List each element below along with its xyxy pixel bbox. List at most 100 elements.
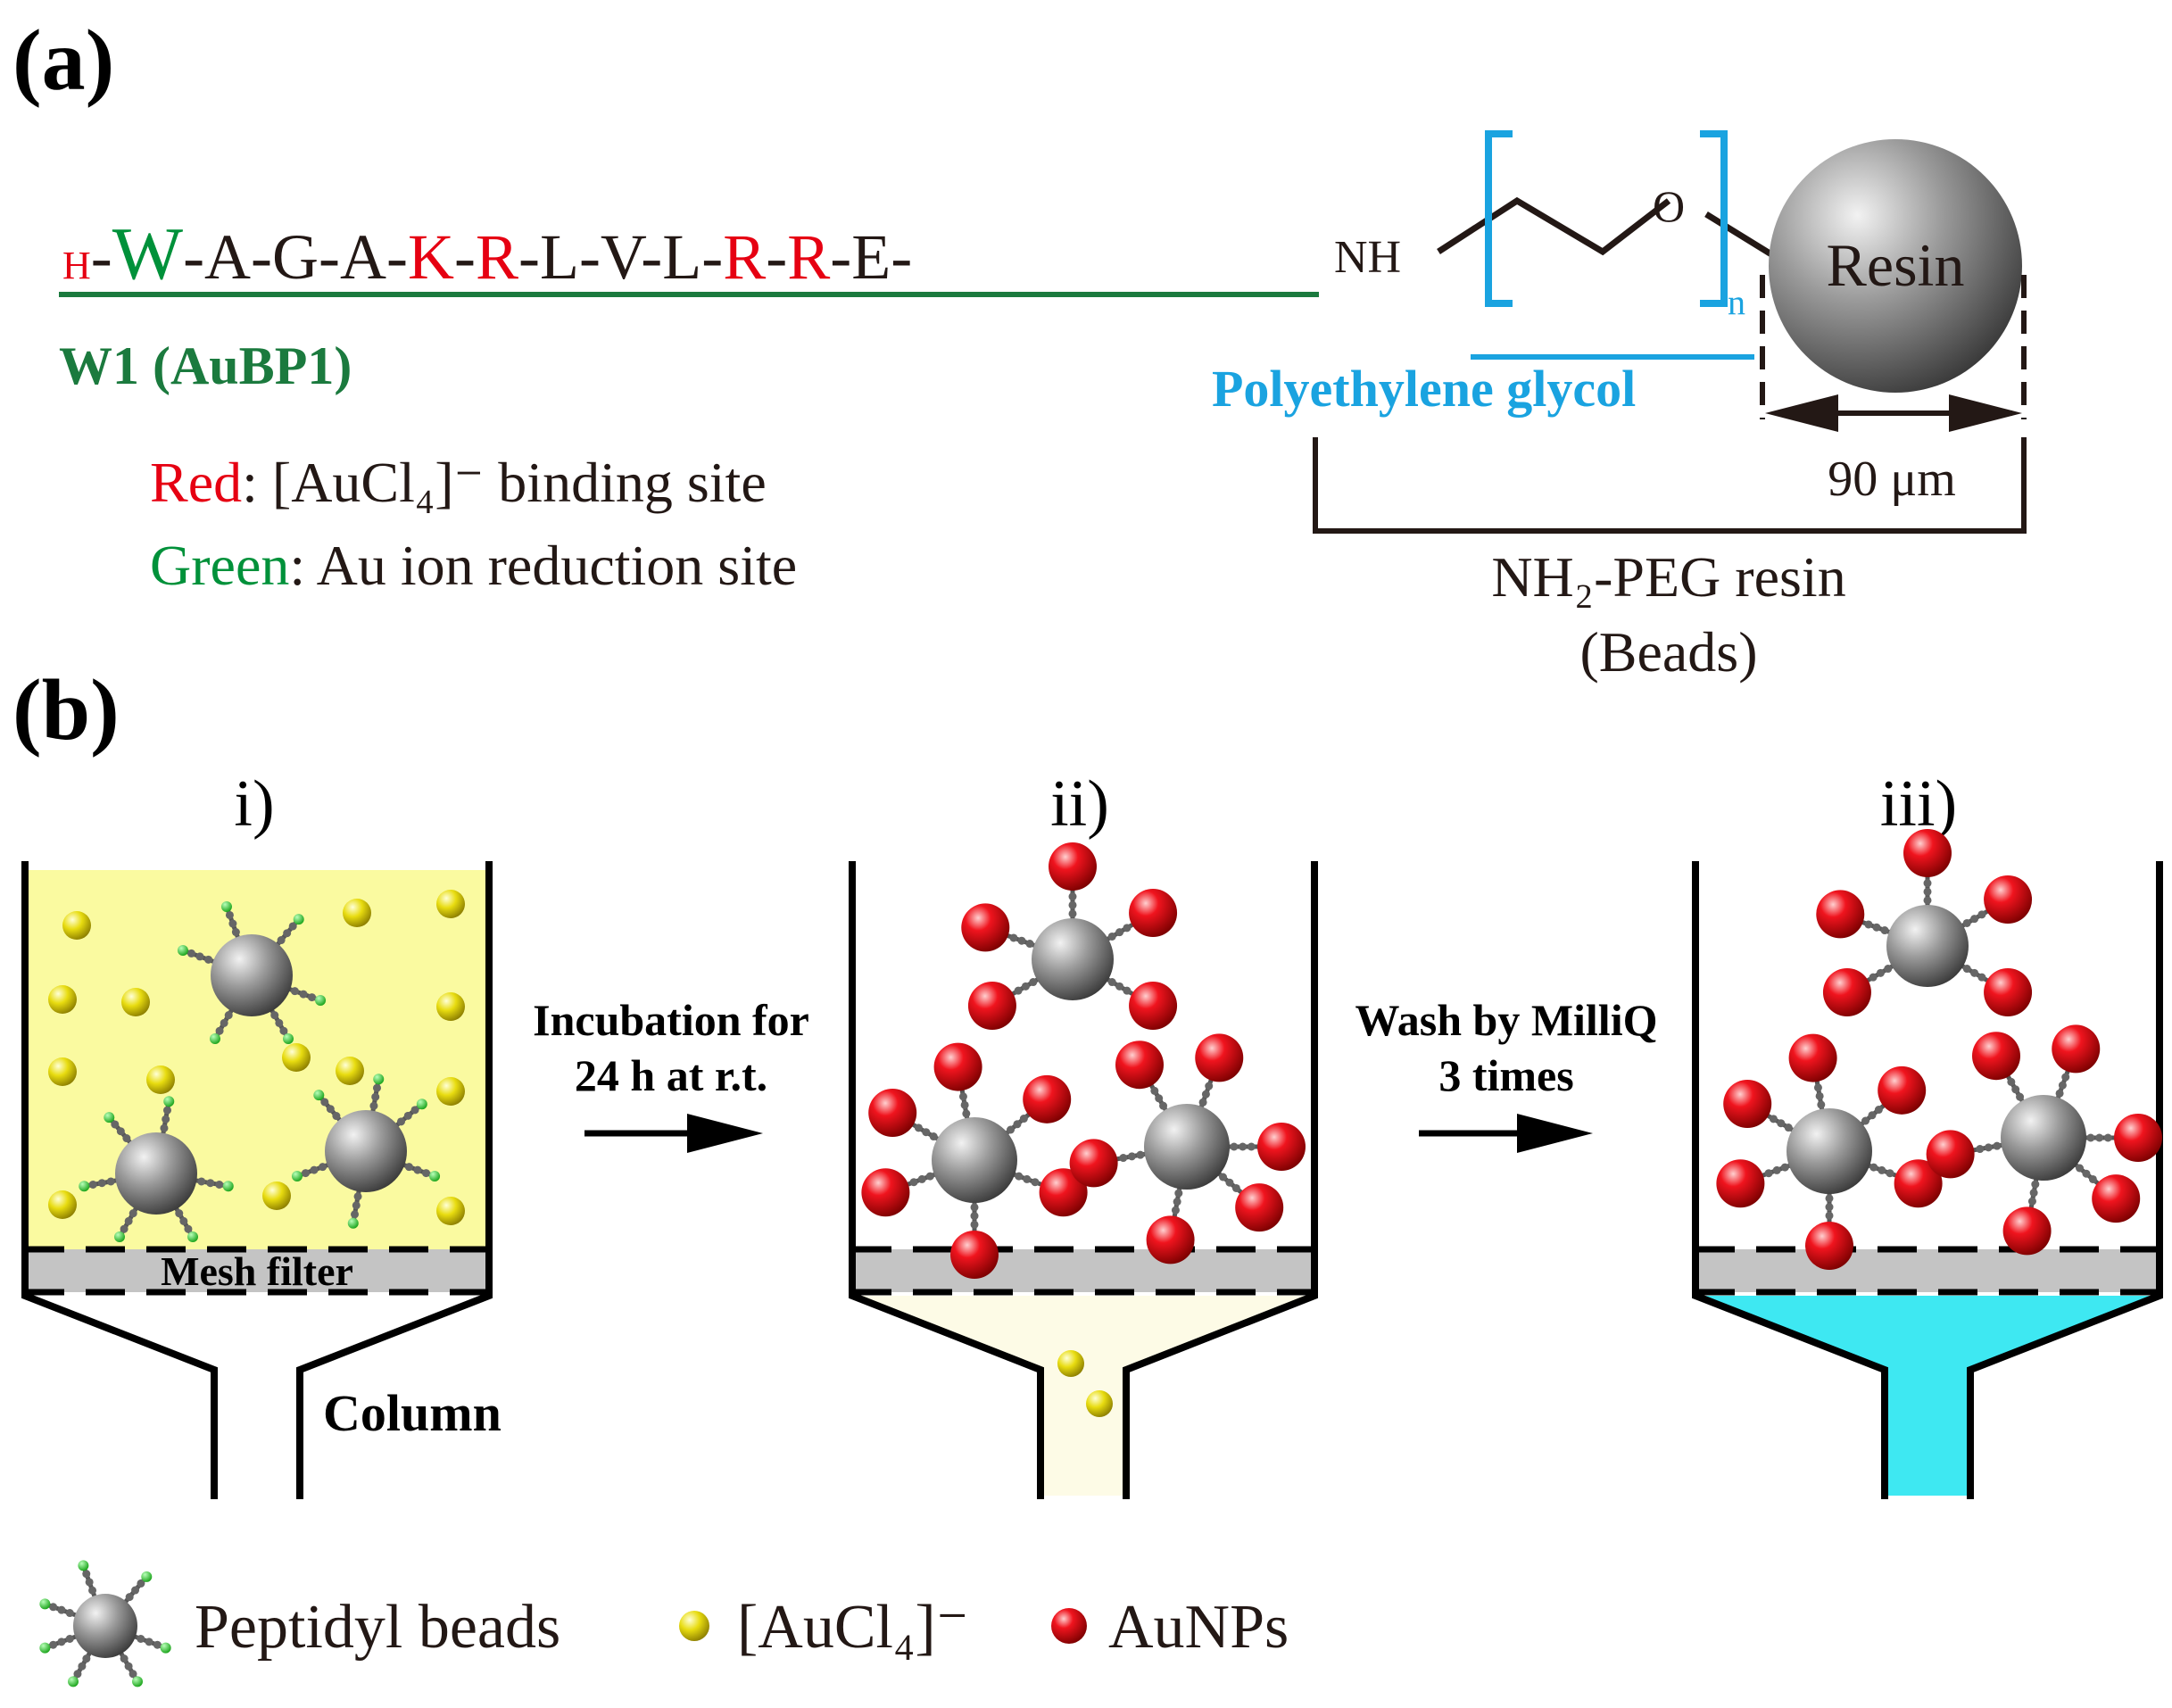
chain-atom	[124, 1662, 133, 1671]
chain-atom	[279, 1026, 288, 1035]
chain-atom	[124, 1216, 133, 1225]
size-arrowhead-right	[1949, 394, 2022, 432]
arrow2-line1: Wash by MilliQ	[1355, 995, 1658, 1045]
chain-end	[187, 1231, 198, 1243]
chain-atom	[131, 1586, 140, 1595]
chain-atom	[1150, 1086, 1159, 1095]
chain-atom	[301, 1169, 310, 1178]
aucl4-ion	[282, 1043, 311, 1072]
chain-atom	[153, 1640, 162, 1649]
chain-atom	[215, 1180, 224, 1189]
aunp	[1822, 968, 1871, 1016]
aunp	[1984, 875, 2033, 924]
arrow2-head	[1517, 1114, 1593, 1153]
panel-b-label: (b)	[12, 662, 120, 759]
chain-atom	[2103, 1133, 2112, 1142]
chain-atom	[137, 1634, 145, 1643]
chain-atom	[283, 929, 292, 938]
chain-atom	[1247, 1142, 1256, 1151]
chain-atom	[1874, 1106, 1883, 1115]
bead-core	[2001, 1095, 2086, 1181]
chain-atom	[1107, 978, 1116, 987]
sequence-segment: -	[766, 221, 787, 293]
chain-atom	[1013, 1120, 1022, 1129]
chain-atom	[1777, 1119, 1786, 1128]
column-iii	[1692, 829, 2163, 1499]
aunp	[1146, 1215, 1195, 1264]
chain-atom	[929, 1132, 938, 1141]
chain-atom	[1119, 1154, 1128, 1163]
chain-end	[132, 1676, 143, 1687]
aucl4-ion	[436, 992, 465, 1021]
aunp	[1723, 1080, 1772, 1128]
column-wall-right-iii	[1967, 861, 2163, 1499]
chain-atom	[288, 922, 297, 931]
bead-core	[1886, 905, 1969, 987]
aunp	[950, 1231, 999, 1279]
mesh-filter-iii	[1695, 1249, 2160, 1292]
peg-to-resin-bond	[1704, 211, 1773, 257]
chain-end	[347, 1217, 359, 1229]
aunp-bead	[1069, 1033, 1306, 1264]
aunp	[961, 903, 1010, 952]
chain-atom	[352, 1201, 361, 1210]
chain-atom	[909, 1178, 918, 1187]
column-ii-contents	[861, 842, 1306, 1417]
bead-core	[1144, 1104, 1230, 1190]
chain-end	[222, 1181, 234, 1192]
chain-atom	[1817, 1100, 1826, 1109]
chain-atom	[1825, 1194, 1834, 1203]
legend-aucl4: [AuCl₄]⁻	[737, 1593, 969, 1662]
chain-atom	[2058, 1081, 2067, 1090]
chain-atom	[106, 1177, 115, 1186]
resin-caption-2: (Beads)	[1579, 620, 1757, 684]
chain-atom	[369, 1101, 378, 1110]
chain-atom	[1231, 1183, 1240, 1192]
chain-end	[141, 1571, 153, 1582]
chain-atom	[82, 1654, 91, 1663]
aunp	[1129, 982, 1178, 1030]
chain-atom	[128, 1670, 137, 1679]
sequence-segment: -E-	[830, 221, 912, 293]
chain-atom	[179, 1216, 188, 1225]
chain-atom	[1031, 1178, 1040, 1187]
chain-atom	[2031, 1180, 2040, 1189]
chain-atom	[1136, 1150, 1145, 1159]
aucl4-ion	[262, 1182, 291, 1210]
aunp	[2092, 1174, 2141, 1223]
chain-end	[293, 914, 304, 925]
arrow1-head	[687, 1114, 763, 1153]
chain-atom	[1962, 965, 1971, 974]
chain-atom	[1769, 1115, 1778, 1123]
chain-end	[114, 1231, 125, 1243]
aunp	[1903, 829, 1952, 877]
chain-atom	[1977, 973, 1986, 982]
chain-atom	[372, 1083, 381, 1092]
chain-atom	[1225, 1178, 1234, 1187]
chain-atom	[1923, 896, 1932, 905]
chain-atom	[1784, 1123, 1793, 1132]
chain-atom	[277, 936, 286, 945]
aunp	[2052, 1024, 2101, 1074]
chain-atom	[2076, 1164, 2085, 1173]
nh-group: NH	[1334, 232, 1401, 283]
chain-end	[68, 1676, 79, 1687]
chain-atom	[1123, 986, 1132, 995]
chain-atom	[960, 1100, 969, 1109]
chain-end	[79, 1181, 90, 1192]
aunp	[1049, 842, 1097, 891]
aunp	[1039, 1168, 1088, 1217]
aucl4-ion	[48, 1057, 77, 1086]
aunp	[1805, 1222, 1853, 1270]
chain-atom	[970, 1220, 979, 1229]
aucl4-ion	[436, 890, 465, 918]
chain-atom	[410, 1106, 419, 1115]
chain-end	[283, 1033, 294, 1045]
chain-atom	[160, 1123, 169, 1132]
arrow2-line2: 3 times	[1438, 1050, 1573, 1100]
sequence-segment: W	[112, 212, 184, 295]
aunp	[933, 1042, 982, 1091]
aunp	[1984, 968, 2033, 1016]
chain-atom	[1029, 978, 1038, 987]
step-label-ii: ii)	[1050, 767, 1109, 841]
